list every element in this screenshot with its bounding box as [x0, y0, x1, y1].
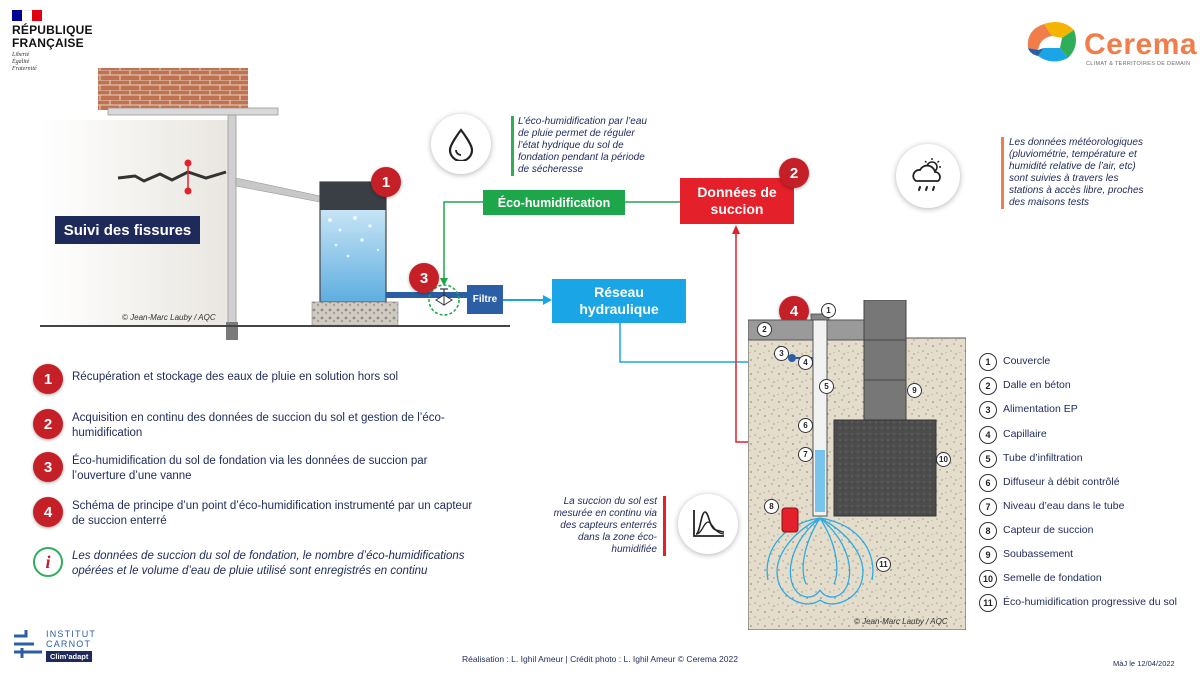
legend-item-3: 3 Éco-humidification du sol de fondation…	[33, 452, 473, 484]
soil-cross-section	[748, 300, 966, 630]
update-date: MàJ le 12/04/2022	[1113, 659, 1175, 668]
republique-line2: FRANÇAISE	[12, 36, 84, 50]
right-legend-text-10: Semelle de fondation	[1003, 572, 1102, 584]
right-legend-text-11: Éco-humidification progressive du sol	[1003, 596, 1177, 608]
right-legend-item-9: 9 Soubassement	[979, 546, 1179, 564]
legend-text-1: Récupération et stockage des eaux de plu…	[72, 371, 399, 383]
right-legend-num-6: 6	[979, 474, 997, 492]
donnees-line1: Données de	[697, 184, 777, 200]
cerema-logo-icon	[1027, 22, 1076, 62]
legend-badge-4: 4	[33, 497, 63, 527]
legend-text-3: Éco-humidification du sol de fondation v…	[72, 455, 428, 482]
republique-line1: RÉPUBLIQUE	[12, 23, 93, 37]
schema-num-9: 9	[907, 383, 922, 398]
schema-num-1: 1	[821, 303, 836, 318]
right-legend-item-2: 2 Dalle en béton	[979, 377, 1179, 395]
right-legend-item-4: 4 Capillaire	[979, 426, 1179, 444]
right-legend-num-10: 10	[979, 570, 997, 588]
legend-item-1: 1 Récupération et stockage des eaux de p…	[33, 364, 473, 394]
info-eau-pluie: L’éco-humidification par l’eau de pluie …	[511, 116, 656, 176]
right-legend-num-3: 3	[979, 401, 997, 419]
reseau-line1: Réseau	[594, 284, 644, 300]
right-legend-text-8: Capteur de succion	[1003, 524, 1094, 536]
right-legend-item-7: 7 Niveau d’eau dans le tube	[979, 498, 1179, 516]
right-legend-item-11: 11 Éco-humidification progressive du sol	[979, 594, 1179, 612]
badge-3: 3	[409, 263, 439, 293]
legend-badge-3: 3	[33, 452, 63, 482]
right-legend-num-2: 2	[979, 377, 997, 395]
carnot-line2: CARNOT	[46, 639, 92, 649]
schema-num-4: 4	[798, 355, 813, 370]
schema-num-6: 6	[798, 418, 813, 433]
republique-francaise-logo-text: RÉPUBLIQUE FRANÇAISE	[12, 24, 93, 50]
right-legend-text-6: Diffuseur à débit contrôlé	[1003, 476, 1120, 488]
reseau-line2: hydraulique	[579, 301, 659, 317]
right-legend-num-7: 7	[979, 498, 997, 516]
schema-num-7: 7	[798, 447, 813, 462]
legend-text-info: Les données de succion du sol de fondati…	[72, 550, 465, 577]
republique-flag-logo	[12, 10, 42, 21]
schema-credit: © Jean-Marc Lauby / AQC	[854, 617, 948, 626]
badge-2: 2	[779, 158, 809, 188]
motto-fraternite: Fraternité	[12, 66, 37, 72]
right-legend-num-1: 1	[979, 353, 997, 371]
badge-1: 1	[371, 167, 401, 197]
cerema-tagline: CLIMAT & TERRITOIRES DE DEMAIN	[1086, 61, 1191, 67]
right-legend-num-9: 9	[979, 546, 997, 564]
eco-humidification-box: Éco-humidification	[483, 190, 625, 215]
right-legend-item-5: 5 Tube d’infiltration	[979, 450, 1179, 468]
right-legend-item-10: 10 Semelle de fondation	[979, 570, 1179, 588]
right-legend-num-5: 5	[979, 450, 997, 468]
legend-item-2: 2 Acquisition en continu des données de …	[33, 409, 473, 441]
donnees-line2: succion	[710, 201, 764, 217]
carnot-line1: INSTITUT	[46, 629, 97, 639]
institut-carnot-logo-icon	[14, 630, 42, 658]
right-legend-num-8: 8	[979, 522, 997, 540]
legend-text-2: Acquisition en continu des données de su…	[72, 412, 445, 439]
legend-badge-1: 1	[33, 364, 63, 394]
right-legend-num-11: 11	[979, 594, 997, 612]
curve-chart-icon	[678, 494, 738, 554]
filtre-box: Filtre	[467, 285, 503, 314]
photo-credit: © Jean-Marc Lauby / AQC	[122, 313, 216, 322]
schema-num-8: 8	[764, 499, 779, 514]
institut-carnot-text: INSTITUT CARNOT	[46, 629, 96, 649]
cloud-sun-rain-icon	[896, 144, 960, 208]
info-icon: i	[33, 547, 63, 577]
right-legend-text-7: Niveau d’eau dans le tube	[1003, 500, 1125, 512]
republique-motto: Liberté Égalité Fraternité	[12, 52, 37, 73]
schema-num-10: 10	[936, 452, 951, 467]
info-meteo: Les données météorologiques (pluviométri…	[1001, 137, 1151, 209]
right-legend-text-5: Tube d’infiltration	[1003, 452, 1083, 464]
motto-liberte: Liberté	[12, 52, 30, 58]
footer-credit: Réalisation : L. Ighil Ameur | Crédit ph…	[462, 654, 738, 664]
schema-num-3: 3	[774, 346, 789, 361]
schema-num-5: 5	[819, 379, 834, 394]
cerema-logo-text: Cerema	[1084, 28, 1198, 61]
right-legend-item-3: 3 Alimentation EP	[979, 401, 1179, 419]
motto-egalite: Égalité	[12, 59, 30, 65]
right-legend-text-9: Soubassement	[1003, 548, 1074, 560]
legend-item-info: i Les données de succion du sol de fonda…	[33, 547, 473, 579]
right-legend-item-6: 6 Diffuseur à débit contrôlé	[979, 474, 1179, 492]
schema-num-2: 2	[757, 322, 772, 337]
climadapt-tag: Clim’adapt	[46, 651, 93, 662]
right-legend-text-4: Capillaire	[1003, 428, 1047, 440]
right-legend-text-2: Dalle en béton	[1003, 379, 1071, 391]
right-legend-item-1: 1 Couvercle	[979, 353, 1179, 371]
legend-badge-2: 2	[33, 409, 63, 439]
fissures-label: Suivi des fissures	[55, 216, 200, 244]
schema-num-11: 11	[876, 557, 891, 572]
right-legend-num-4: 4	[979, 426, 997, 444]
water-drop-icon	[431, 114, 491, 174]
legend-item-4: 4 Schéma de principe d’un point d’éco-hu…	[33, 497, 473, 529]
right-legend-text-1: Couvercle	[1003, 355, 1051, 367]
right-legend-text-3: Alimentation EP	[1003, 403, 1078, 415]
legend-text-4: Schéma de principe d’un point d’éco-humi…	[72, 500, 473, 527]
right-legend-item-8: 8 Capteur de succion	[979, 522, 1179, 540]
info-succion: La succion du sol est mesurée en continu…	[536, 496, 666, 556]
